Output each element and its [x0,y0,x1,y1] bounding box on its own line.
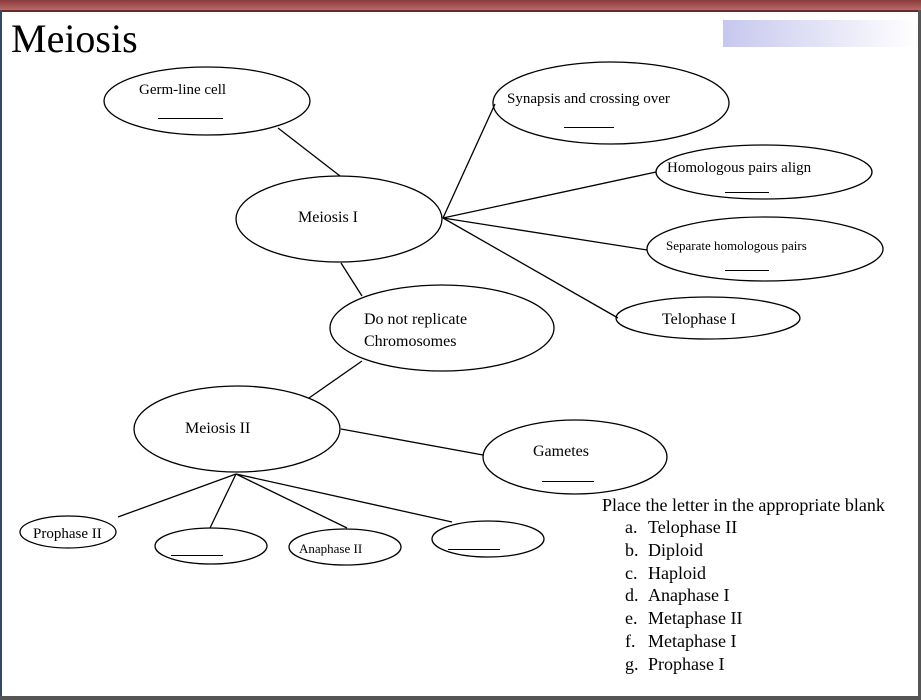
connector-meiosis2-blank1 [209,473,237,529]
list-item: d.Anaphase I [625,585,730,606]
list-item: b.Diploid [625,539,704,560]
node-homologous-align [655,144,873,200]
node-synapsis [492,61,730,145]
node-separate-pairs [646,216,884,282]
separate-pairs-label: Separate homologous pairs [666,238,807,253]
do-not-replicate-label-line1: Do not replicate [364,311,468,328]
meiosis-1-label: Meiosis I [298,209,358,226]
telophase-1-label: Telophase I [662,311,736,328]
meiosis-2-label: Meiosis II [185,420,251,437]
list-item: c.Haploid [625,562,706,583]
connector-meiosis2-anaphase2 [235,473,348,529]
list-item: e.Metaphase II [625,608,743,629]
window-bottom-border [0,696,921,700]
connector-germ-meiosis1 [277,127,341,177]
connector-meiosis1-replicate [340,262,363,297]
do-not-replicate-label-line2: Chromosomes [364,333,457,350]
node-do-not-replicate [329,284,555,372]
homologous-align-blank[interactable] [725,192,769,193]
connector-meiosis2-prophase2 [117,473,237,518]
instruction-text: Place the letter in the appropriate blan… [602,495,885,515]
node-germ-line-cell [103,66,311,136]
node-meiosis-2 [133,385,341,473]
separate-pairs-blank[interactable] [725,270,769,271]
connector-meiosis2-gametes [340,428,484,456]
node-gametes [482,419,668,495]
window-left-border [0,10,2,700]
connector-meiosis1-telophase [442,217,619,319]
synapsis-label: Synapsis and crossing over [507,91,670,107]
blank-2-line[interactable] [448,549,500,550]
synapsis-blank[interactable] [564,127,614,128]
node-prophase-2 [19,515,117,549]
germ-line-cell-label: Germ-line cell [139,82,227,98]
node-blank-1 [154,527,268,565]
window-top-border [0,0,921,12]
node-telophase-1 [615,296,801,340]
node-blank-2 [431,520,545,558]
list-item: g.Prophase I [625,653,725,674]
homologous-align-label: Homologous pairs align [667,160,812,176]
connector-meiosis1-align [442,171,657,219]
blank-1-line[interactable] [171,555,223,556]
page-title: Meiosis [11,16,138,61]
connector-meiosis1-separate [442,217,648,251]
window-right-border [918,10,921,700]
title-accent-gradient [723,20,916,47]
node-meiosis-1 [235,175,443,263]
gametes-label: Gametes [533,443,589,460]
list-item: f.Metaphase I [625,630,737,651]
connector-meiosis2-blank2 [235,473,453,523]
node-anaphase-2 [288,528,402,566]
prophase-2-label: Prophase II [33,526,102,542]
anaphase-2-label: Anaphase II [299,541,363,556]
connector-meiosis1-synapsis [442,103,496,219]
gametes-blank[interactable] [542,481,594,482]
germ-line-cell-blank[interactable] [158,118,223,119]
connector-replicate-meiosis2 [308,360,363,399]
answer-options-list: a.Telophase II b.Diploid c.Haploid d.Ana… [625,516,742,676]
list-item: a.Telophase II [625,517,738,537]
